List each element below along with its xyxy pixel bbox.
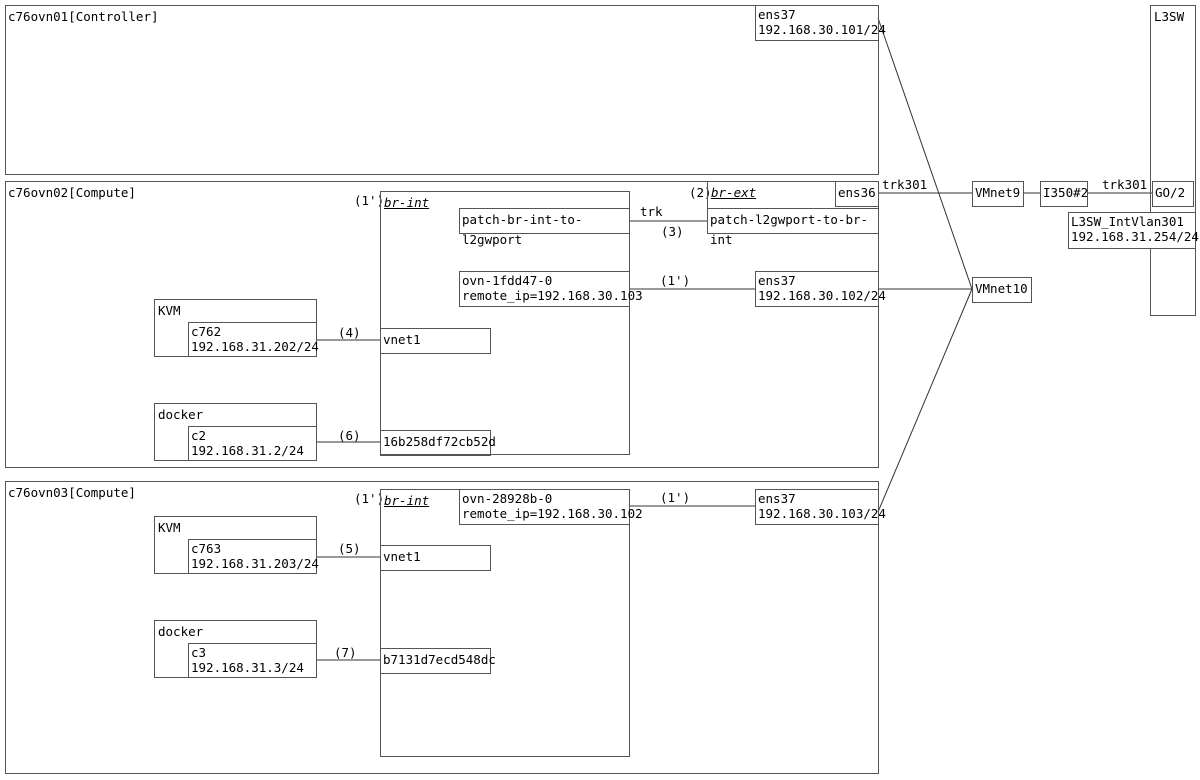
- port-container[interactable]: b7131d7ecd548dc: [380, 648, 496, 674]
- docker-label: docker: [158, 407, 204, 422]
- bridge-br-int[interactable]: [380, 489, 630, 757]
- nic-ip: 192.168.30.103/24: [758, 506, 886, 521]
- link-label-4: (4): [338, 325, 361, 340]
- host-title: c76ovn01[Controller]: [8, 9, 159, 24]
- vm-c762[interactable]: c762 192.168.31.202/24: [188, 322, 319, 357]
- vlan-interface[interactable]: L3SW_IntVlan301 192.168.31.254/24: [1068, 212, 1199, 249]
- kvm-label: KVM: [158, 520, 181, 535]
- vmnet-label: VMnet9: [975, 185, 1021, 200]
- docker-label: docker: [158, 624, 204, 639]
- vmnet9[interactable]: VMnet9: [972, 181, 1024, 207]
- kvm-label: KVM: [158, 303, 181, 318]
- host-controller: [5, 5, 879, 175]
- vm-name: c762: [191, 324, 222, 339]
- l3-switch: [1150, 5, 1196, 316]
- bridge-label: br-ext: [711, 185, 757, 200]
- vlan-ip: 192.168.31.254/24: [1071, 229, 1199, 244]
- nic-ens37[interactable]: ens37 192.168.30.103/24: [755, 489, 886, 525]
- port-label: GO/2: [1155, 185, 1186, 200]
- container-c3[interactable]: c3 192.168.31.3/24: [188, 643, 317, 678]
- link-label-trk301: trk301: [1102, 177, 1148, 192]
- l3-switch-title: L3SW: [1154, 9, 1185, 24]
- port-remote-ip: remote_ip=192.168.30.103: [462, 288, 643, 303]
- bridge-marker: (1'): [354, 491, 385, 506]
- vm-name: c763: [191, 541, 222, 556]
- port-vnet1[interactable]: vnet1: [380, 328, 491, 354]
- host-title: c76ovn02[Compute]: [8, 185, 136, 200]
- container-c2[interactable]: c2 192.168.31.2/24: [188, 426, 317, 461]
- port-container[interactable]: 16b258df72cb52d: [380, 430, 496, 456]
- link-label-3: (3): [661, 224, 684, 239]
- bridge-label: br-int: [384, 195, 430, 210]
- link-h1-ens37-vmnet10: [877, 17, 973, 290]
- switch-port-g02[interactable]: GO/2: [1152, 181, 1194, 207]
- vm-ip: 192.168.31.203/24: [191, 556, 319, 571]
- port-label: 16b258df72cb52d: [383, 434, 496, 449]
- link-label-7: (7): [334, 645, 357, 660]
- port-label: vnet1: [383, 332, 421, 347]
- link-label-1p: (1'): [660, 273, 691, 288]
- link-label-1p: (1'): [660, 490, 691, 505]
- nic-name: ens36: [838, 185, 876, 200]
- port-remote-ip: remote_ip=192.168.30.102: [462, 506, 643, 521]
- port-label: patch-br-int-to-l2gwport: [462, 212, 583, 247]
- link-h3-ens37-vmnet10: [877, 288, 973, 513]
- port-label: b7131d7ecd548dc: [383, 652, 496, 667]
- port-name: ovn-1fdd47-0: [462, 273, 553, 288]
- link-label-5: (5): [338, 541, 361, 556]
- link-label-trk: trk: [640, 204, 663, 219]
- port-patch-br-ext[interactable]: patch-l2gwport-to-br-int: [707, 208, 879, 247]
- container-ip: 192.168.31.2/24: [191, 443, 304, 458]
- vm-c763[interactable]: c763 192.168.31.203/24: [188, 539, 319, 574]
- bridge-marker: (1'): [354, 193, 385, 208]
- bridge-label: br-int: [384, 493, 430, 508]
- vmnet10[interactable]: VMnet10: [972, 277, 1032, 303]
- container-name: c3: [191, 645, 207, 660]
- bridge-marker: (2): [689, 185, 712, 200]
- port-patch-br-int[interactable]: patch-br-int-to-l2gwport: [459, 208, 630, 247]
- port-vnet1[interactable]: vnet1: [380, 545, 491, 571]
- nic-name: ens37: [758, 491, 796, 506]
- container-name: c2: [191, 428, 207, 443]
- port-name: ovn-28928b-0: [462, 491, 553, 506]
- host-compute-02: [5, 181, 879, 468]
- host-compute-03: [5, 481, 879, 774]
- host-title: c76ovn03[Compute]: [8, 485, 136, 500]
- nic-label: I350#2: [1043, 185, 1089, 200]
- nic-ens36[interactable]: ens36: [835, 181, 879, 207]
- bridge-br-int[interactable]: [380, 191, 630, 455]
- vlan-name: L3SW_IntVlan301: [1071, 214, 1184, 229]
- port-label: patch-l2gwport-to-br-int: [710, 212, 869, 247]
- nic-ens37[interactable]: ens37 192.168.30.101/24: [755, 5, 886, 41]
- vm-ip: 192.168.31.202/24: [191, 339, 319, 354]
- nic-ip: 192.168.30.102/24: [758, 288, 886, 303]
- port-ovn-tunnel[interactable]: ovn-28928b-0 remote_ip=192.168.30.102: [459, 489, 643, 525]
- link-label-6: (6): [338, 428, 361, 443]
- link-label-trk301: trk301: [882, 177, 928, 192]
- nic-name: ens37: [758, 273, 796, 288]
- container-ip: 192.168.31.3/24: [191, 660, 304, 675]
- nic-i350[interactable]: I350#2: [1040, 181, 1088, 207]
- nic-name: ens37: [758, 7, 796, 22]
- nic-ip: 192.168.30.101/24: [758, 22, 886, 37]
- nic-ens37[interactable]: ens37 192.168.30.102/24: [755, 271, 886, 307]
- port-label: vnet1: [383, 549, 421, 564]
- vmnet-label: VMnet10: [975, 281, 1028, 296]
- port-ovn-tunnel[interactable]: ovn-1fdd47-0 remote_ip=192.168.30.103: [459, 271, 643, 307]
